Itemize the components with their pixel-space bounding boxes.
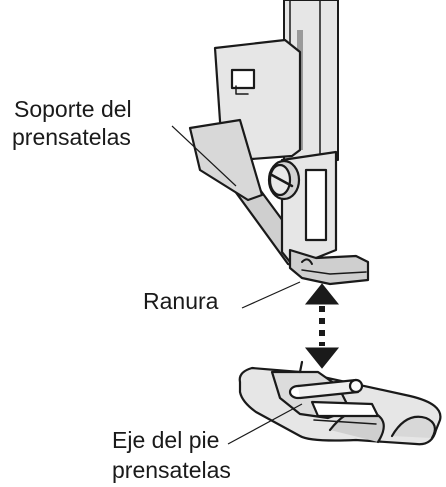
presser-foot xyxy=(238,360,442,446)
arrow-up-head xyxy=(304,283,340,305)
attach-arrow xyxy=(304,283,340,369)
groove-leader xyxy=(241,281,301,309)
holder-label-line2: prensatelas xyxy=(12,124,131,150)
groove-label: Ranura xyxy=(143,288,219,314)
holder-label-line1: Soporte del xyxy=(14,96,132,122)
pin-label-line2: prensatelas xyxy=(112,457,231,483)
pin-leader xyxy=(227,403,303,445)
holder-leader xyxy=(171,125,237,187)
pin-label-line1: Eje del pie xyxy=(112,427,220,453)
leader-lines xyxy=(171,125,303,445)
arrow-down-head xyxy=(304,347,340,369)
presser-foot-holder xyxy=(188,38,370,286)
